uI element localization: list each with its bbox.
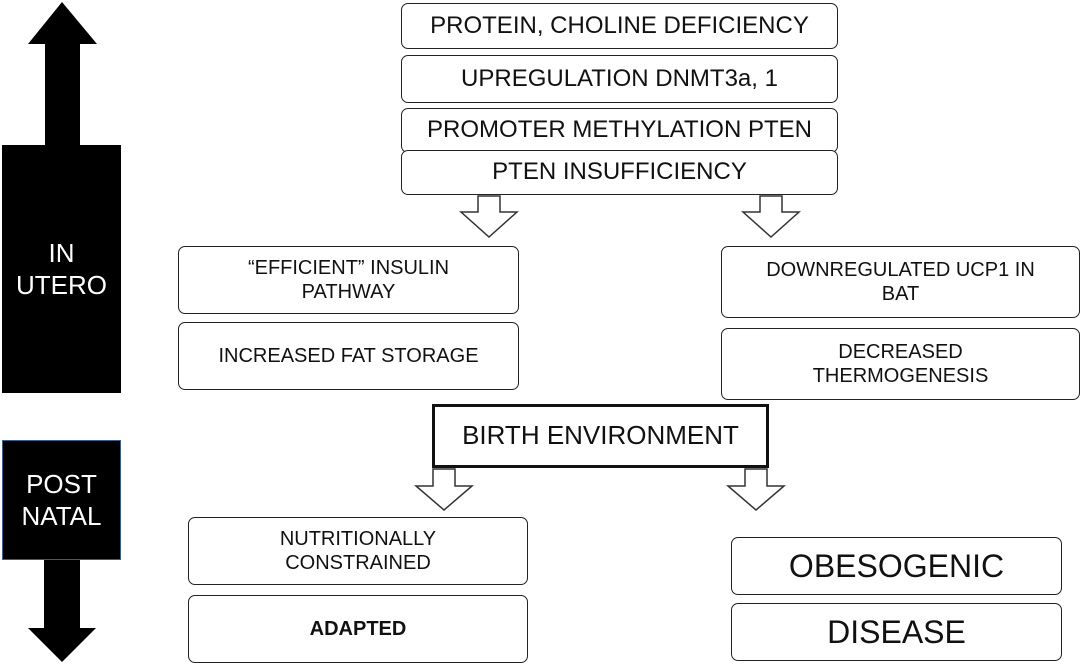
upregulation-dnmt3a-box: UPREGULATION DNMT3a, 1 — [401, 55, 838, 103]
pten-insufficiency-box: PTEN INSUFFICIENCY — [401, 150, 838, 195]
downregulated-ucp1-box: DOWNREGULATED UCP1 IN BAT — [721, 246, 1080, 318]
down-arrow-right-1 — [741, 195, 801, 239]
down-arrow-left-2 — [413, 468, 475, 511]
down-arrow-right-2 — [725, 468, 787, 511]
increased-fat-storage-box: INCREASED FAT STORAGE — [178, 322, 519, 390]
protein-choline-deficiency-box: PROTEIN, CHOLINE DEFICIENCY — [401, 3, 838, 49]
nutritionally-constrained-box: NUTRITIONALLY CONSTRAINED — [188, 517, 528, 585]
promoter-methylation-pten-box: PROMOTER METHYLATION PTEN — [401, 108, 838, 153]
down-arrow-left-1 — [459, 195, 519, 239]
obesogenic-box: OBESOGENIC — [731, 537, 1062, 595]
post-natal-down-arrow — [28, 560, 96, 662]
disease-box: DISEASE — [731, 603, 1062, 661]
efficient-insulin-pathway-box: “EFFICIENT” INSULIN PATHWAY — [178, 246, 519, 314]
in-utero-up-arrow — [28, 2, 97, 145]
decreased-thermogenesis-box: DECREASED THERMOGENESIS — [721, 328, 1080, 400]
birth-environment-box: BIRTH ENVIRONMENT — [432, 404, 769, 468]
adapted-box: ADAPTED — [188, 595, 528, 663]
